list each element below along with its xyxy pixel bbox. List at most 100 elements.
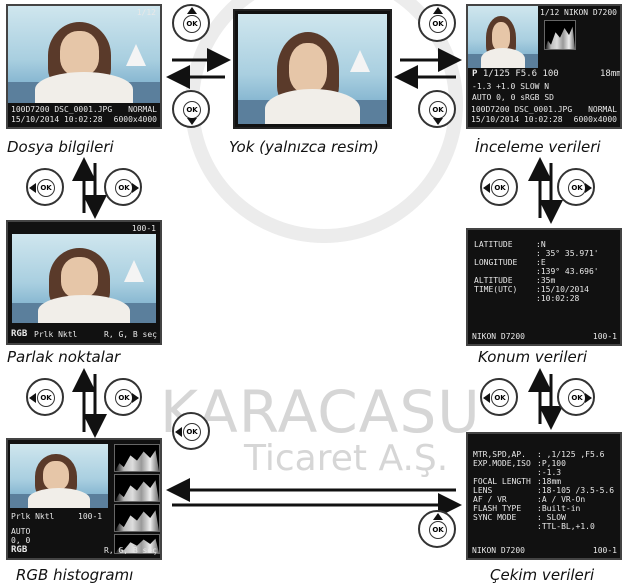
- camera-name: NIKON D7200: [564, 8, 617, 17]
- row-value: : ,1/125 ,F5.6: [537, 450, 605, 459]
- multi-selector-right-icon: OK: [104, 378, 142, 416]
- date-time: 15/10/2014 10:02:28: [11, 115, 103, 124]
- row-value: :139° 43.696': [536, 267, 599, 276]
- direction-right-icon: [132, 183, 139, 193]
- shooting-row: :-1.3: [473, 468, 614, 477]
- focal-length: 18mm: [600, 69, 622, 79]
- wb-mode: N: [544, 82, 550, 91]
- picture-control: SD: [544, 93, 554, 102]
- row-value: : SLOW: [537, 513, 566, 522]
- frame-count: 100-1: [131, 224, 156, 233]
- row-value: :10:02:28: [536, 294, 580, 303]
- shooting-row: SYNC MODE : SLOW: [473, 513, 614, 522]
- caption-file-info: Dosya bilgileri: [7, 138, 114, 156]
- shooting-row: LENS:18-105 /3.5-5.6: [473, 486, 614, 495]
- row-value: :TTL-BL,+1.0: [537, 522, 595, 531]
- screen-photo: [12, 234, 156, 323]
- frame-count: 100-1: [78, 512, 103, 521]
- row-value: :E: [536, 258, 546, 267]
- ok-button-icon: OK: [568, 389, 586, 407]
- screen-photo: [238, 14, 387, 124]
- direction-right-icon: [585, 183, 592, 193]
- multi-selector-right-icon: OK: [557, 378, 595, 416]
- row-value: :P,100: [537, 459, 566, 468]
- wb-fine-a: 0,: [496, 93, 506, 102]
- shooting-row: :TTL-BL,+1.0: [473, 522, 614, 531]
- white-balance: AUTO: [11, 527, 31, 536]
- histogram-red: [114, 474, 160, 502]
- iso: 100: [542, 69, 559, 79]
- camera-name: NIKON D7200: [472, 332, 525, 341]
- screen-image-only: [233, 9, 392, 129]
- screen-thumb: [10, 444, 108, 508]
- row-value: :-1.3: [537, 468, 562, 477]
- ok-button-icon: OK: [568, 179, 586, 197]
- direction-right-icon: [585, 393, 592, 403]
- row-value: :18mm: [537, 477, 562, 486]
- location-row: :10:02:28: [474, 294, 599, 303]
- channel-hint: R, G, B seç: [104, 330, 157, 339]
- flash-mode: SLOW: [520, 82, 540, 91]
- screen-highlights: 100-1 RGB Prlk Nktl R, G, B seç: [6, 220, 162, 345]
- shutter-speed: 1/125: [482, 69, 510, 79]
- multi-selector-left-icon: OK: [26, 378, 64, 416]
- direction-up-icon: [187, 7, 197, 14]
- image-size: 6000x4000: [573, 115, 617, 124]
- file-name: 100D7200 DSC_0001.JPG: [11, 105, 113, 114]
- highlights-label: Prlk Nktl: [11, 512, 55, 521]
- row-key: SYNC MODE: [473, 513, 517, 522]
- multi-selector-down-icon: OK: [172, 90, 210, 128]
- multi-selector-left-icon: OK: [26, 168, 64, 206]
- histogram-green: [114, 504, 160, 532]
- multi-selector-down-icon: OK: [418, 90, 456, 128]
- camera-name: NIKON D7200: [472, 546, 525, 555]
- frame-count: 100-1: [592, 332, 617, 341]
- multi-selector-left-icon: OK: [172, 412, 210, 450]
- direction-left-icon: [175, 427, 182, 437]
- screen-thumb: [468, 6, 538, 68]
- wb-fine-b: 0: [510, 93, 516, 102]
- multi-selector-up-icon: OK: [418, 4, 456, 42]
- row-key: LATITUDE: [474, 240, 513, 249]
- location-row: LONGITUDE :E: [474, 258, 599, 267]
- ok-button-icon: OK: [115, 179, 133, 197]
- channel-rgb: RGB: [11, 545, 28, 555]
- row-value: : 35° 35.971': [536, 249, 599, 258]
- direction-left-icon: [29, 183, 36, 193]
- caption-location: Konum verileri: [478, 348, 588, 366]
- row-value: :A / VR-On: [537, 495, 586, 504]
- ok-button-icon: OK: [429, 15, 447, 33]
- location-row: ALTITUDE:35m: [474, 276, 599, 285]
- watermark-subtext: Ticaret A.Ş.: [244, 438, 449, 479]
- wb-fine-a: 0: [11, 536, 16, 545]
- aperture: F5.6: [515, 69, 538, 79]
- exposure-mode: P: [472, 69, 478, 79]
- color-space: sRGB: [520, 93, 540, 102]
- ok-button-icon: OK: [183, 15, 201, 33]
- screen-file-info: 1/12 100D7200 DSC_0001.JPG NORMAL 15/10/…: [6, 4, 162, 129]
- file-name: 100D7200 DSC_0001.JPG: [471, 105, 573, 114]
- screen-photo: [8, 6, 160, 103]
- multi-selector-left-icon: OK: [480, 168, 518, 206]
- caption-rgb-histogram: RGB histogramı: [16, 566, 134, 584]
- row-key: LONGITUDE: [474, 258, 518, 267]
- screen-overview: 1/12 NIKON D7200 P 1/125 F5.6 100 18mm -…: [466, 4, 622, 129]
- direction-down-icon: [433, 118, 443, 125]
- channel-hint: R, G, B seç: [104, 546, 157, 555]
- screen-location: LATITUDE:N: 35° 35.971'LONGITUDE:E:139° …: [466, 228, 622, 346]
- direction-up-icon: [433, 513, 443, 520]
- location-row: : 35° 35.971': [474, 249, 599, 258]
- ok-button-icon: OK: [37, 389, 55, 407]
- ok-button-icon: OK: [429, 101, 447, 119]
- caption-highlights: Parlak noktalar: [7, 348, 121, 366]
- shooting-row: FLASH TYPE:Built-in: [473, 504, 614, 513]
- ok-button-icon: OK: [491, 389, 509, 407]
- date-time: 15/10/2014 10:02:28: [471, 115, 563, 124]
- multi-selector-right-icon: OK: [557, 168, 595, 206]
- shooting-row: AF / VR:A / VR-On: [473, 495, 614, 504]
- highlights-label: Prlk Nktl: [34, 330, 78, 339]
- ok-button-icon: OK: [183, 423, 201, 441]
- frame-count: 1/12: [540, 8, 560, 17]
- image-size: 6000x4000: [113, 115, 157, 124]
